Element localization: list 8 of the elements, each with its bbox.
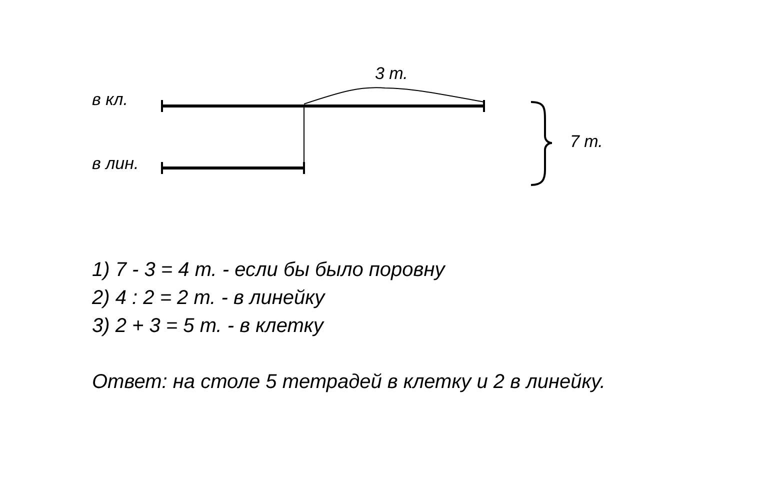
solution-step: 2) 4 : 2 = 2 т. - в линейку	[92, 287, 325, 310]
segment-label: 3 т.	[375, 64, 408, 84]
segment-label: в кл.	[92, 90, 128, 110]
answer-text: Ответ: на столе 5 тетрадей в клетку и 2 в линейку.	[92, 371, 606, 394]
solution-step: 3) 2 + 3 = 5 т. - в клетку	[92, 315, 324, 338]
solution-step: 1) 7 - 3 = 4 т. - если бы было поровну	[92, 259, 445, 282]
segment-label: 7 т.	[570, 132, 603, 152]
segment-label: в лин.	[92, 154, 139, 174]
